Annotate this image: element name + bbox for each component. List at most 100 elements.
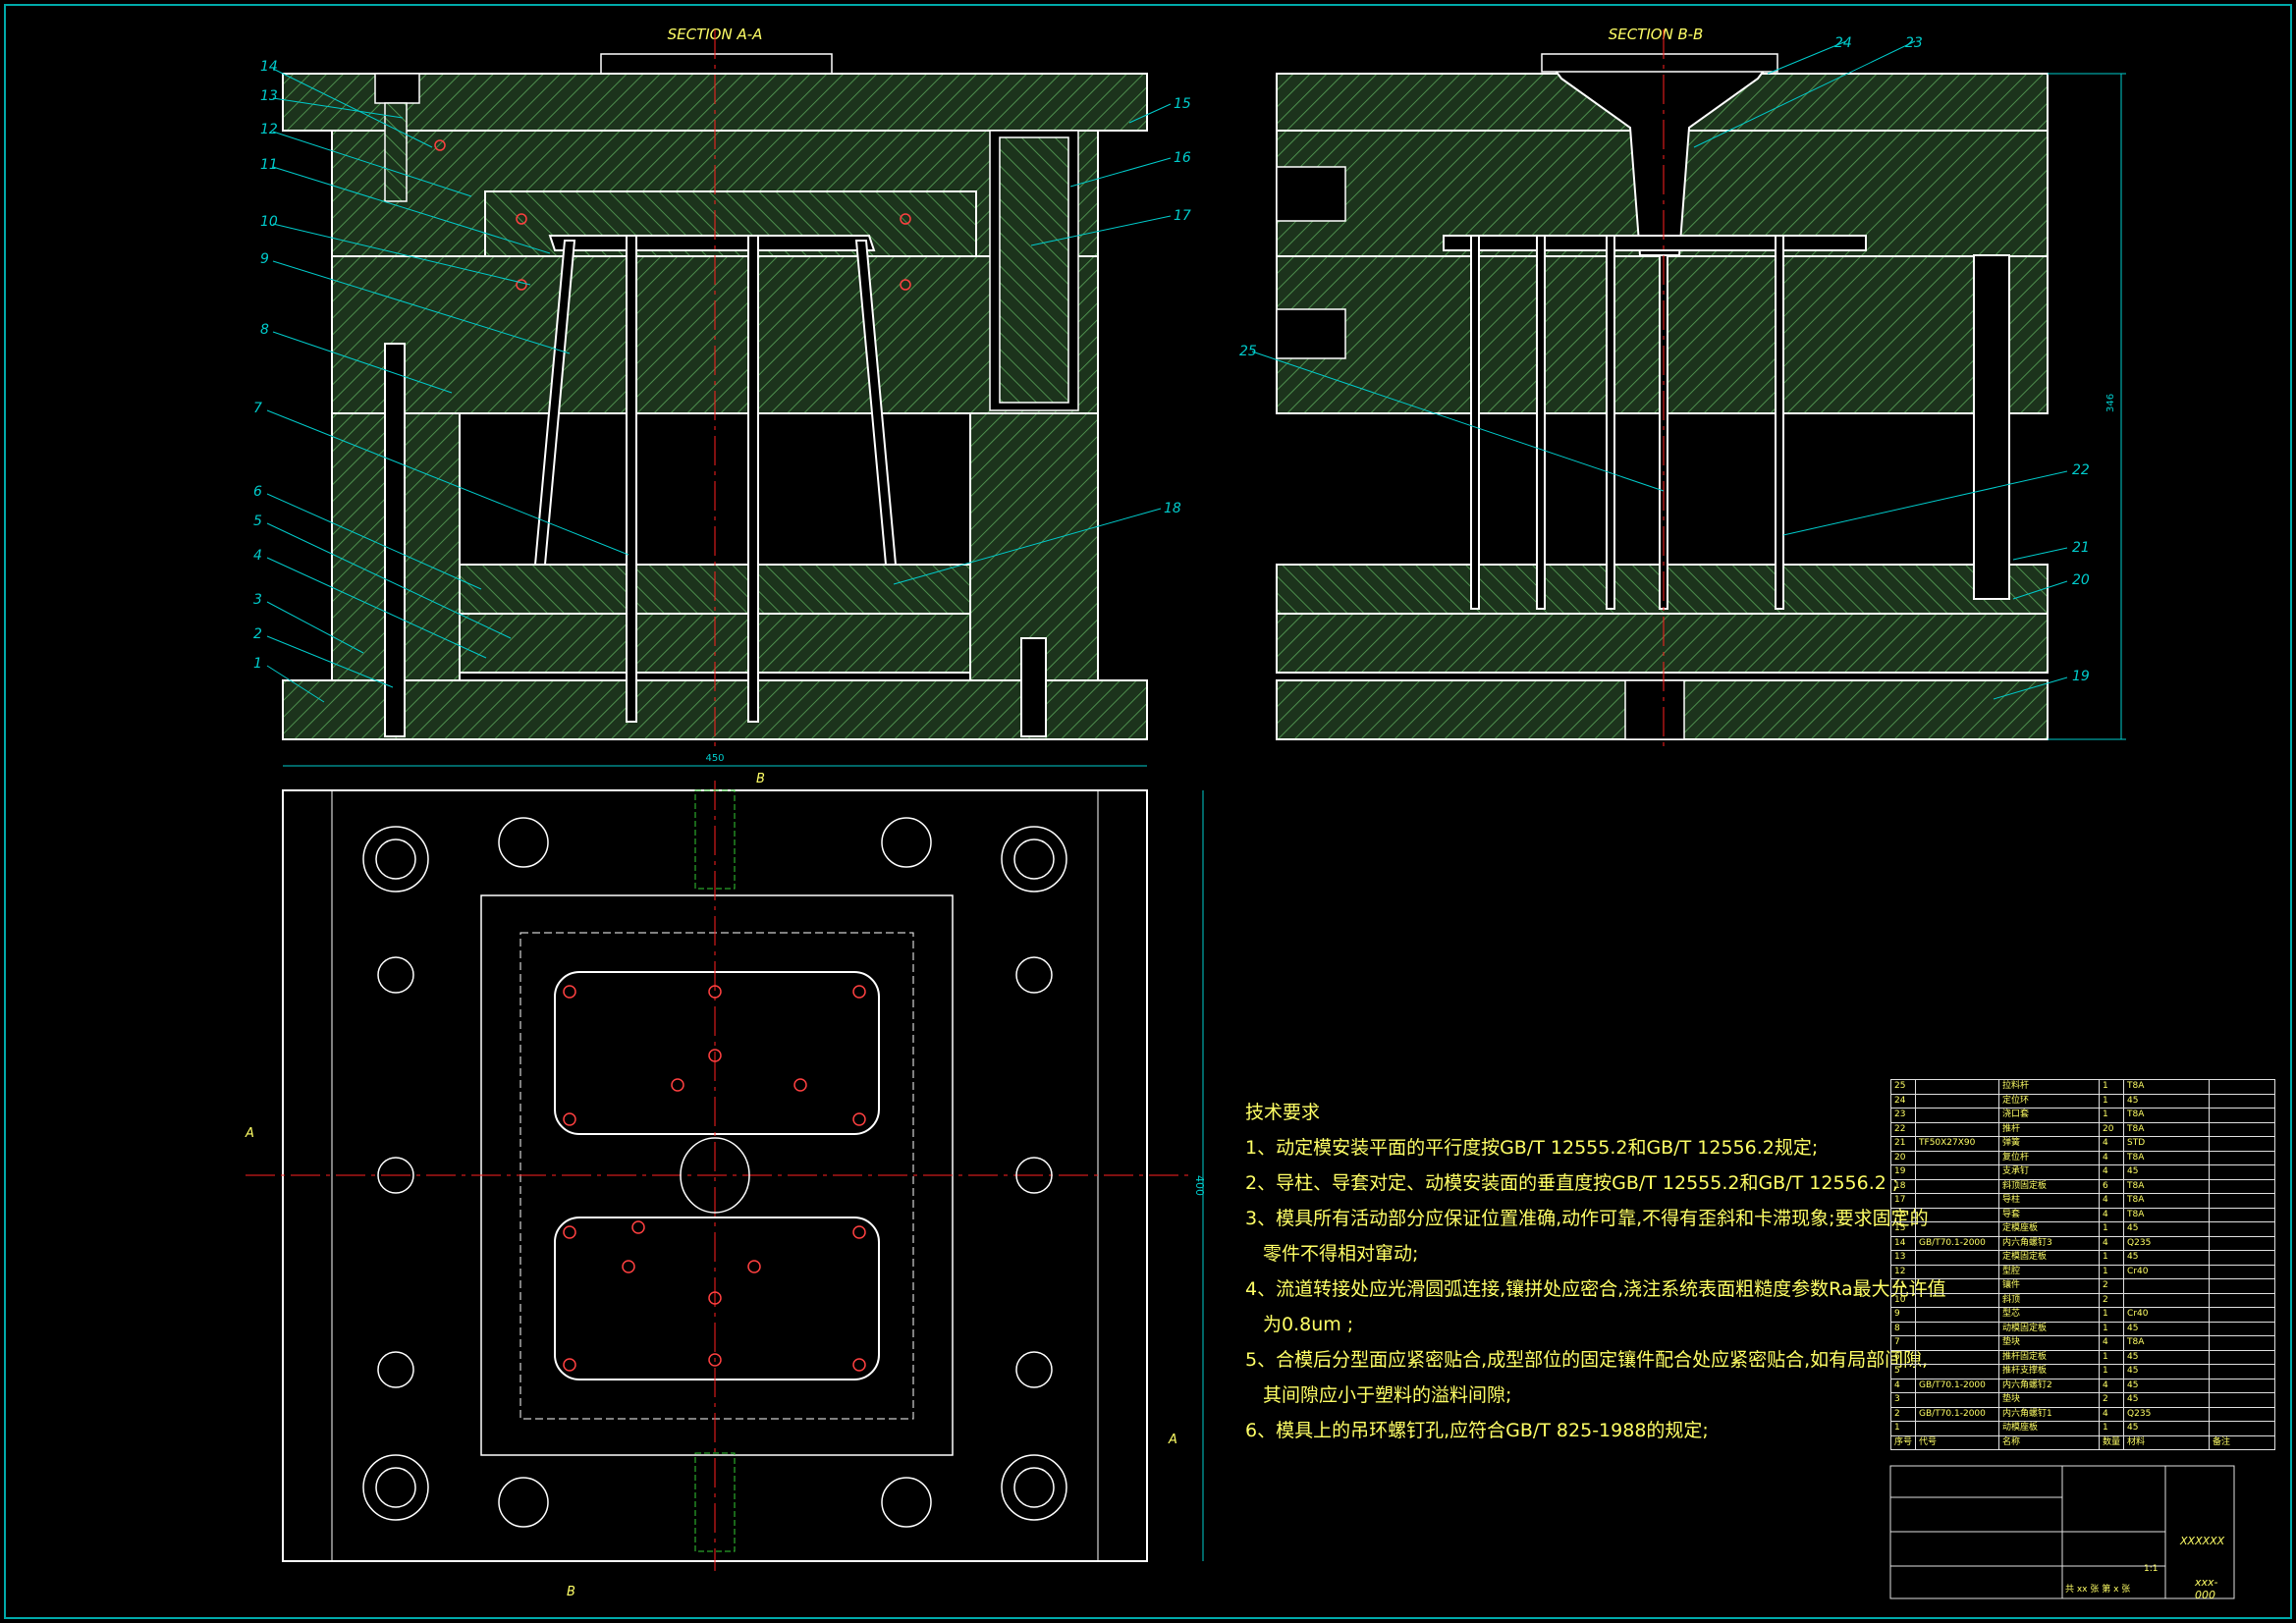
note-line: 2、导柱、导套对定、动模安装面的垂直度按GB/T 12555.2和GB/T 12… — [1245, 1172, 1899, 1194]
note-line: 为0.8um ; — [1263, 1314, 1354, 1335]
bom-cell — [1915, 1193, 2000, 1209]
bom-cell — [2209, 1292, 2276, 1308]
bom-cell: 4 — [2099, 1207, 2125, 1222]
bom-cell: T8A — [2123, 1121, 2211, 1137]
cavity-1 — [554, 971, 880, 1135]
bom-cell — [1915, 1292, 2000, 1308]
bom-cell: 45 — [2123, 1250, 2211, 1266]
callout-9: 9 — [260, 251, 269, 267]
bom-cell: T8A — [2123, 1108, 2211, 1123]
bom-cell — [2209, 1406, 2276, 1422]
bom-cell: 垫块 — [1998, 1392, 2101, 1408]
bom-cell: 1 — [2099, 1108, 2125, 1123]
bom-cell: 1 — [2099, 1349, 2125, 1365]
bom-cell — [2209, 1421, 2276, 1436]
sheet-border — [4, 4, 2292, 1619]
bom-cell: 内六角螺钉2 — [1998, 1378, 2101, 1393]
bom-cell — [2209, 1250, 2276, 1266]
bom-cell: 23 — [1889, 1108, 1917, 1123]
sheet-count: 共 xx 张 第 x 张 — [2065, 1585, 2131, 1595]
bom-cell — [1915, 1121, 2000, 1137]
bom-cell — [2209, 1364, 2276, 1380]
note-line: 零件不得相对窜动; — [1263, 1243, 1419, 1265]
bom-cell: 4 — [2099, 1150, 2125, 1165]
callout-4: 4 — [253, 548, 262, 564]
bom-cell: 推杆固定板 — [1998, 1349, 2101, 1365]
bom-cell: 18 — [1889, 1178, 1917, 1194]
bom-cell: 导套 — [1998, 1207, 2101, 1222]
bom-cell — [1915, 1364, 2000, 1380]
bom-cell — [2209, 1136, 2276, 1152]
bom-cell — [2209, 1378, 2276, 1393]
notes-title: 技术要求 — [1245, 1102, 1321, 1123]
bom-cell — [1915, 1307, 2000, 1323]
bom-cell — [2209, 1079, 2276, 1095]
bom-cell: 19 — [1889, 1164, 1917, 1180]
bom-cell: 1 — [2099, 1421, 2125, 1436]
bom-cell: 15 — [1889, 1221, 1917, 1237]
bom-cell — [2209, 1193, 2276, 1209]
note-line: 1、动定模安装平面的平行度按GB/T 12555.2和GB/T 12556.2规… — [1245, 1137, 1819, 1159]
bom-cell — [2209, 1321, 2276, 1336]
bom-cell — [2209, 1108, 2276, 1123]
bom-cell — [2209, 1150, 2276, 1165]
bom-cell: 5 — [1889, 1364, 1917, 1380]
technical-requirements: 技术要求 1、动定模安装平面的平行度按GB/T 12555.2和GB/T 125… — [1245, 1095, 1946, 1448]
callout-21: 21 — [2072, 540, 2090, 556]
bom-cell: 45 — [2123, 1321, 2211, 1336]
bom-cell: Q235 — [2123, 1235, 2211, 1251]
cavity-2 — [554, 1217, 880, 1380]
bom-cell: 定模固定板 — [1998, 1250, 2101, 1266]
bom-cell: Q235 — [2123, 1406, 2211, 1422]
bom-cell — [1915, 1421, 2000, 1436]
bom-header-row: 序号代号名称数量材料备注 — [1889, 1434, 2276, 1450]
bom-cell — [1915, 1250, 2000, 1266]
callout-2: 2 — [253, 626, 262, 642]
callout-6: 6 — [253, 484, 262, 500]
bom-cell — [1915, 1392, 2000, 1408]
callout-11: 11 — [260, 157, 278, 173]
bom-cell: 4 — [2099, 1406, 2125, 1422]
callout-15: 15 — [1174, 96, 1191, 112]
drawing-number: xxx-000 — [2195, 1576, 2218, 1601]
bom-header-cell: 代号 — [1915, 1434, 2000, 1450]
bom-cell: 斜顶固定板 — [1998, 1178, 2101, 1194]
bom-cell: T8A — [2123, 1079, 2211, 1095]
bom-cell — [1915, 1321, 2000, 1336]
bom-cell — [1915, 1150, 2000, 1165]
callout-12: 12 — [260, 122, 278, 137]
bom-cell: 20 — [1889, 1150, 1917, 1165]
callout-18: 18 — [1164, 501, 1181, 516]
bom-header-cell: 材料 — [2123, 1434, 2211, 1450]
bom-cell: 20 — [2099, 1121, 2125, 1137]
bom-cell — [2209, 1093, 2276, 1109]
bom-cell — [2209, 1307, 2276, 1323]
bom-cell: 型芯 — [1998, 1307, 2101, 1323]
bom-cell — [2209, 1392, 2276, 1408]
bom-cell: 22 — [1889, 1121, 1917, 1137]
bom-cell — [1915, 1349, 2000, 1365]
callout-14: 14 — [260, 59, 278, 75]
dimension-346: 346 — [2105, 394, 2116, 412]
callout-8: 8 — [260, 322, 269, 338]
bom-cell: 动模固定板 — [1998, 1321, 2101, 1336]
bom-cell: 4 — [2099, 1335, 2125, 1351]
bom-cell: GB/T70.1-2000 — [1915, 1235, 2000, 1251]
bom-cell: 4 — [2099, 1193, 2125, 1209]
bom-cell — [1915, 1221, 2000, 1237]
bom-cell: 2 — [1889, 1406, 1917, 1422]
bom-cell: 3 — [1889, 1392, 1917, 1408]
bom-cell — [1915, 1178, 2000, 1194]
bom-cell — [2209, 1278, 2276, 1294]
bom-cell: 1 — [1889, 1421, 1917, 1436]
bom-cell: 10 — [1889, 1292, 1917, 1308]
bom-cell: 14 — [1889, 1235, 1917, 1251]
